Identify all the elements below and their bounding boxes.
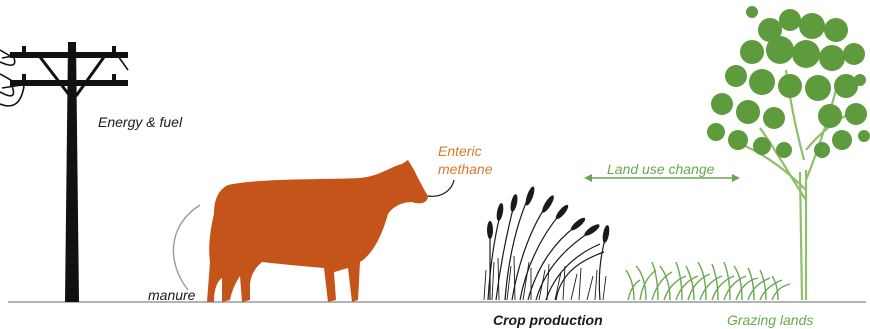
utility-pole-icon	[0, 42, 128, 302]
enteric-line2: methane	[438, 160, 492, 178]
enteric-methane-label: Enteric methane	[438, 142, 492, 178]
energy-fuel-label: Energy & fuel	[98, 113, 182, 131]
tree-icon	[707, 6, 870, 300]
wheat-icon	[484, 186, 611, 300]
manure-pointer	[173, 205, 200, 290]
cow-icon	[207, 160, 428, 302]
manure-label: manure	[148, 286, 195, 304]
grass-icon	[626, 262, 790, 300]
enteric-pointer	[428, 180, 454, 196]
grazing-lands-label: Grazing lands	[727, 311, 813, 329]
land-use-change-label: Land use change	[607, 160, 714, 178]
enteric-line1: Enteric	[438, 142, 492, 160]
crop-production-label: Crop production	[493, 311, 603, 329]
